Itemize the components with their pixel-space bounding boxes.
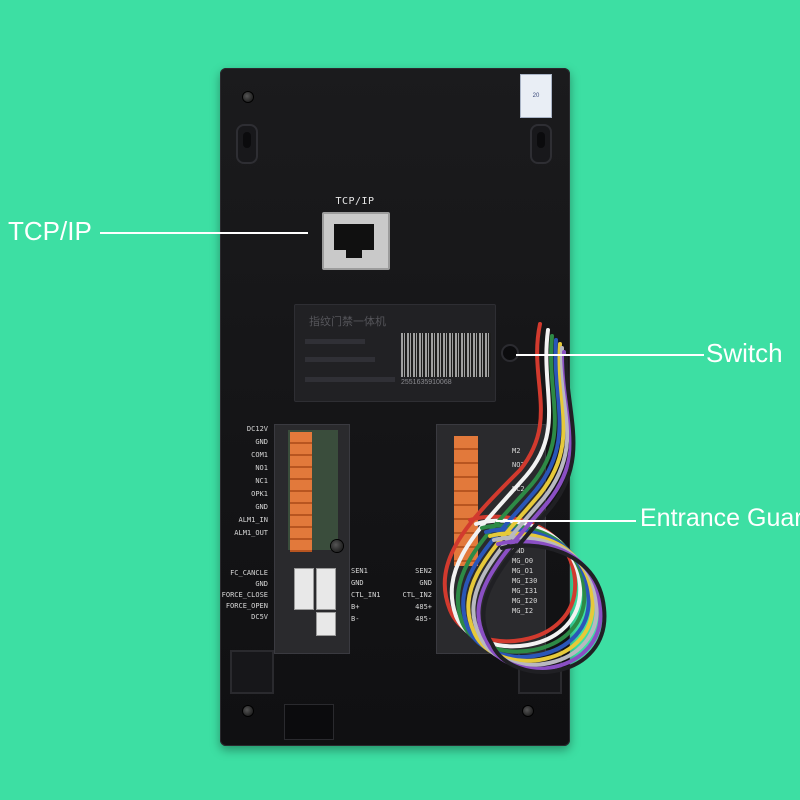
bottom-cable-cutout [284, 704, 334, 740]
plate-line [305, 357, 375, 362]
rj45-port [322, 212, 390, 270]
terminal-label: GND [255, 438, 268, 446]
sticker-text: 20 [532, 93, 540, 99]
callout-switch-line [516, 354, 704, 356]
terminal-label: FC_CANCLE [230, 569, 268, 577]
rj45-socket [334, 224, 374, 250]
terminal-label: M2 [512, 447, 521, 455]
terminal-label: CTL_IN1 [351, 591, 381, 599]
terminal-label: 485- [415, 615, 432, 623]
terminal-label: NO1 [255, 464, 268, 472]
white-connector [294, 568, 314, 610]
terminal-label: MG_O1 [512, 567, 534, 575]
callout-tcpip-label: TCP/IP [8, 216, 92, 246]
barcode-text: 2551635910068 [401, 379, 452, 386]
terminal-label: CTL_IN2 [402, 591, 432, 599]
port-label: TCP/IP [335, 196, 375, 207]
terminal-label: GND [351, 579, 364, 587]
terminal-label: B+ [351, 603, 360, 611]
barcode [401, 333, 491, 377]
terminal-label: NC1 [255, 477, 268, 485]
terminal-label: 485+ [415, 603, 432, 611]
terminal-label: MG_I2 [512, 607, 534, 615]
screw [243, 706, 253, 716]
terminal-label: OPK1 [251, 490, 268, 498]
terminal-label: SEN1 [351, 567, 368, 575]
terminal-label: GND [419, 579, 432, 587]
screw [331, 540, 343, 552]
corner-tab [230, 650, 274, 694]
terminal-label: NO2 [512, 461, 525, 469]
terminal-label: COM1 [251, 451, 268, 459]
terminal-label: MG_I30 [512, 577, 538, 585]
wire-black [481, 354, 607, 674]
mount-slot [236, 124, 258, 164]
switch-grommet [503, 346, 517, 360]
orange-terminal-strip [290, 432, 312, 552]
terminal-label: FORCE_OPEN [225, 602, 268, 610]
qc-sticker: 20 [520, 74, 552, 118]
terminal-label: NC2 [512, 485, 525, 493]
screw [523, 706, 533, 716]
callout-tcpip-line [100, 232, 308, 234]
rj45-latch [346, 250, 362, 258]
terminal-label: MG_I20 [512, 597, 538, 605]
terminal-label: ALM1_OUT [234, 529, 268, 537]
plate-title: 指纹门禁一体机 [309, 316, 386, 328]
callout-switch-label: Switch [706, 338, 783, 368]
terminal-label: FORCE_CLOSE [221, 591, 268, 599]
callout-entrance-guard-line [496, 520, 636, 522]
terminal-label: DC12V [246, 425, 268, 433]
terminal-label: DC5V [251, 613, 268, 621]
white-connector [316, 568, 336, 610]
terminal-label: MG_O0 [512, 557, 534, 565]
white-connector [316, 612, 336, 636]
terminal-label: SEN2 [415, 567, 432, 575]
plate-line [305, 339, 365, 344]
product-label-plate: 指纹门禁一体机 2551635910068 [294, 304, 496, 402]
screw [243, 92, 253, 102]
terminal-label: ALM1_IN [238, 516, 268, 524]
terminal-label: GND [255, 580, 268, 588]
callout-entrance-guard-label: Entrance Guard [640, 504, 800, 532]
terminal-label: GND [255, 503, 268, 511]
terminal-label: B- [351, 615, 360, 623]
mount-slot [530, 124, 552, 164]
terminal-label: MG_I31 [512, 587, 538, 595]
terminal-label: GND [512, 547, 525, 555]
plate-line [305, 377, 395, 382]
